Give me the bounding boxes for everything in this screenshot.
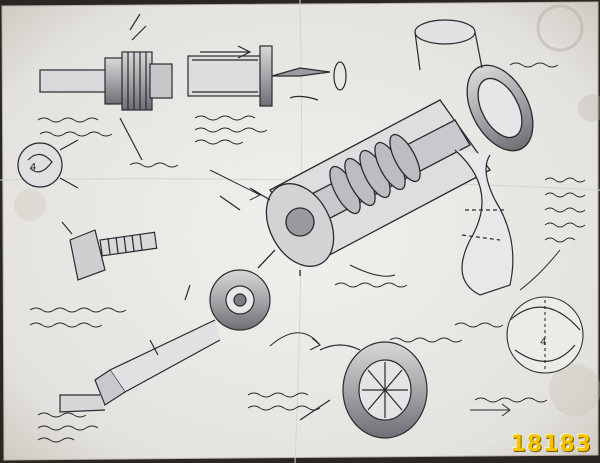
spear-tip-sketch: [187, 45, 347, 107]
swirl-gear-sketch: 4: [17, 139, 79, 189]
dial-wheel-sketch: 4: [506, 296, 584, 374]
cylinder-tube-sketch: [414, 19, 514, 296]
bolt-sketch: [61, 221, 158, 281]
site-watermark-logo: 18183: [510, 432, 592, 457]
stain-mark: [536, 4, 584, 52]
diagram-sketch: [29, 62, 586, 443]
rod-assembly-sketch: [39, 13, 173, 161]
ray-gun-main-sketch: [219, 64, 534, 276]
svg-text:4: 4: [540, 337, 546, 348]
rotary-drum-sketch: [299, 341, 428, 439]
svg-text:4: 4: [30, 162, 36, 173]
pipe-assembly-sketch: [59, 269, 271, 413]
